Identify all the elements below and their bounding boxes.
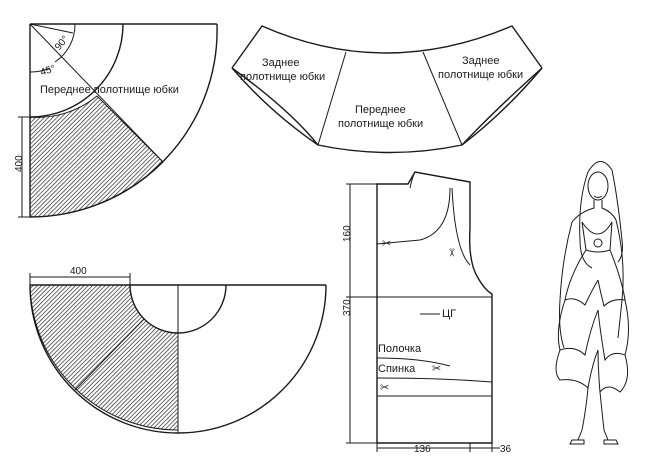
center-back-label: ЦГ <box>442 308 456 320</box>
front-hem <box>376 357 451 367</box>
dim-width: 400 <box>70 266 87 277</box>
assembled-skirt: Заднее полотнище юбки Заднее полотнище ю… <box>231 25 543 154</box>
dim-armhole: 160 <box>342 225 353 242</box>
back-hem <box>376 377 493 383</box>
diagonal-upper <box>29 23 74 34</box>
scissors-icon: ✂ <box>382 238 391 250</box>
back-piece-label: Спинка <box>378 363 416 375</box>
bodice-neckline <box>409 171 416 189</box>
half-diagonal <box>74 318 145 391</box>
dress-figure-illustration <box>555 161 629 445</box>
back-right-label-2: полотнище юбки <box>438 69 523 81</box>
quarter-skirt-pattern: 90° 45° Переднее полотнище юбки 400 <box>14 23 218 218</box>
back-left-label-2: полотнище юбки <box>240 71 325 83</box>
inner-arc <box>29 23 124 118</box>
bodice-outline <box>376 171 493 444</box>
skirt-seam-right <box>422 51 463 146</box>
skirt-inner-arc <box>231 25 543 69</box>
front-piece-label: Полочка <box>378 343 422 355</box>
skirt-seam-left <box>317 51 347 146</box>
dim-length: 370 <box>342 299 353 316</box>
back-right-label-1: Заднее <box>462 55 500 67</box>
outer-arc <box>29 23 218 218</box>
half-skirt-pattern: 400 <box>29 266 327 434</box>
dim-bottom: 136 <box>414 444 431 455</box>
front-label-2: полотнище юбки <box>338 118 423 130</box>
dim-height: 400 <box>14 155 25 172</box>
scissors-icon-2: ✂ <box>445 248 457 257</box>
bodice-pattern: ✂ ✂ ✂ ✂ ЦГ Полочка Спинка 160 370 136 36 <box>342 171 512 455</box>
scissors-icon-3: ✂ <box>432 363 441 375</box>
front-panel-label: Переднее полотнище юбки <box>40 84 179 96</box>
dim-side: 36 <box>500 444 512 455</box>
bodice-armhole <box>376 187 451 245</box>
front-label-1: Переднее <box>355 104 406 116</box>
angle-arc-45 <box>29 67 51 73</box>
angle-arc-90 <box>54 23 76 63</box>
hatched-half <box>29 284 179 431</box>
angle-label-45: 45° <box>39 63 57 78</box>
scissors-icon-4: ✂ <box>380 382 389 394</box>
angle-label-90: 90° <box>53 34 71 53</box>
diagonal-45 <box>29 23 164 163</box>
back-left-label-1: Заднее <box>262 57 300 69</box>
skirt-outer-arc <box>231 67 543 154</box>
